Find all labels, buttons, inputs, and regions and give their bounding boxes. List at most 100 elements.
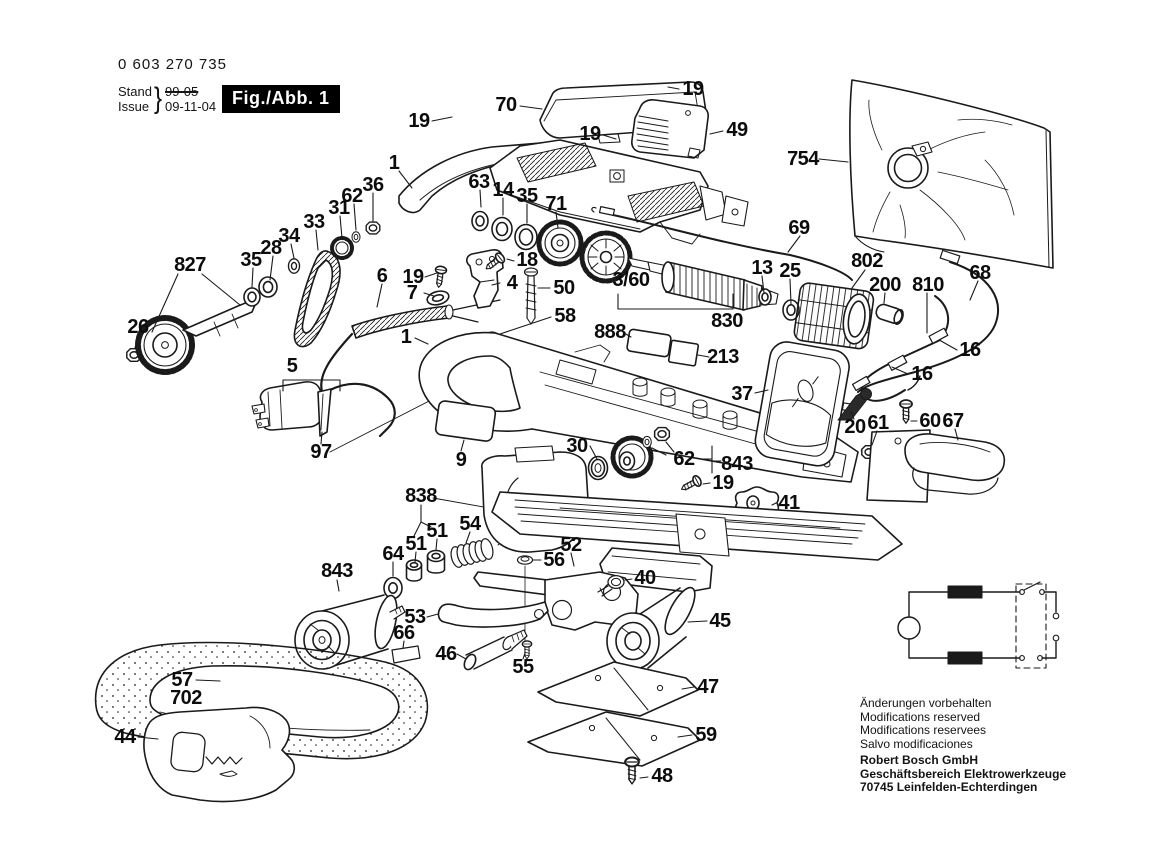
leader-lines [134,86,979,779]
cord-anchor-bracket-4 [426,249,539,341]
company-address: 70745 Leinfelden-Echterdingen [860,780,1038,794]
part-label-13: 13 [751,257,773,279]
sanding-frame-44 [143,706,296,803]
part-label-6: 6 [376,265,388,287]
part-label-49: 49 [726,119,748,141]
part-label-61: 61 [867,412,889,434]
part-label-838: 838 [405,485,437,507]
part-label-1: 1 [400,326,412,348]
part-label-51: 51 [405,533,427,555]
locking-knob-67 [866,429,1006,503]
part-number: 0 603 270 735 [118,56,227,73]
gear-train [126,221,381,375]
part-label-55: 55 [512,656,534,678]
motor-field-802 [793,282,875,350]
part-label-19: 19 [408,110,430,132]
part-label-33: 33 [303,211,325,233]
part-label-200: 200 [869,274,901,296]
part-label-19: 19 [712,472,734,494]
carbon-brush-200 [875,303,904,325]
armature-830 [627,257,800,321]
part-label-702: 702 [170,687,202,709]
old-date: 99-05 [165,84,199,99]
part-label-67: 67 [942,410,964,432]
pinion-gear-71 [536,219,584,267]
part-label-51: 51 [426,520,448,542]
gear-assembly-30 [587,426,671,481]
part-label-827: 827 [174,254,206,276]
part-label-19: 19 [682,78,704,100]
part-label-56: 56 [543,549,565,571]
part-label-34: 34 [278,225,300,247]
part-label-888: 888 [594,321,626,343]
part-label-16: 16 [911,363,933,385]
figure-label: Fig./Abb. 1 [222,85,340,113]
part-label-54: 54 [459,513,481,535]
part-label-28: 28 [260,237,282,259]
part-label-41: 41 [778,492,800,514]
part-label-9: 9 [455,449,467,471]
dust-cover-49 [631,99,709,159]
pad-66 [391,645,421,664]
part-label-5: 5 [286,355,298,377]
name-plate-9 [434,400,497,442]
part-label-18: 18 [516,249,538,271]
side-cover-37 [754,341,850,467]
part-label-48: 48 [651,765,673,787]
screw-20 [837,388,872,421]
part-label-843: 843 [321,560,353,582]
part-label-66: 66 [393,622,415,644]
part-label-53: 53 [404,606,426,628]
stand-label: Stand [118,84,152,99]
part-label-754: 754 [787,148,819,170]
part-label-19: 19 [402,266,424,288]
part-label-52: 52 [560,534,582,556]
part-label-62: 62 [341,185,363,207]
part-label-45: 45 [709,610,731,632]
part-label-59: 59 [695,724,717,746]
part-label-25: 25 [779,260,801,282]
drawing-header: 0 603 270 735 Stand Issue } 99-05 09-11-… [118,56,227,116]
note-line: Änderungen vorbehalten [860,696,992,710]
part-label-830: 830 [711,310,743,332]
flange-nut-56 [516,555,534,565]
part-label-37: 37 [731,383,753,405]
power-cord-plug-5 [251,332,396,438]
part-label-26: 26 [127,316,149,338]
screw-48 [624,756,640,785]
part-label-14: 14 [492,179,514,201]
revision-block: Stand Issue } 99-05 09-11-04 [118,82,227,116]
part-label-60: 60 [919,410,941,432]
part-label-213: 213 [707,346,739,368]
part-label-69: 69 [788,217,810,239]
part-label-57: 57 [171,669,193,691]
part-label-68: 68 [969,262,991,284]
part-label-35: 35 [516,185,538,207]
drawing-footer: Änderungen vorbehalten Modifications res… [860,696,1066,795]
note-line: Modifications reserved [860,709,981,724]
part-label-1: 1 [388,152,400,174]
part-label-97: 97 [310,441,332,463]
base-plate-59 [527,711,701,767]
part-label-71: 71 [545,193,567,215]
part-label-810: 810 [912,274,944,296]
adjust-arm-53 [437,601,549,628]
note-line: Salvo modificaciones [860,736,973,751]
part-label-3-60: 3/60 [612,269,650,291]
company-name: Robert Bosch GmbH [860,753,979,767]
issue-date: 09-11-04 [165,99,217,114]
brace-glyph: } [153,82,163,115]
pivot-pin-46 [463,629,528,671]
part-label-44: 44 [114,726,136,748]
note-line: Modifications reservees [860,723,987,737]
part-label-58: 58 [554,305,576,327]
cooling-fan-360 [579,230,633,284]
part-label-4: 4 [506,272,518,294]
spindle-bearings [471,210,538,251]
dust-bag-754 [849,79,1054,269]
part-label-70: 70 [495,94,517,116]
part-label-50: 50 [553,277,575,299]
base-plate-47 [537,661,699,717]
